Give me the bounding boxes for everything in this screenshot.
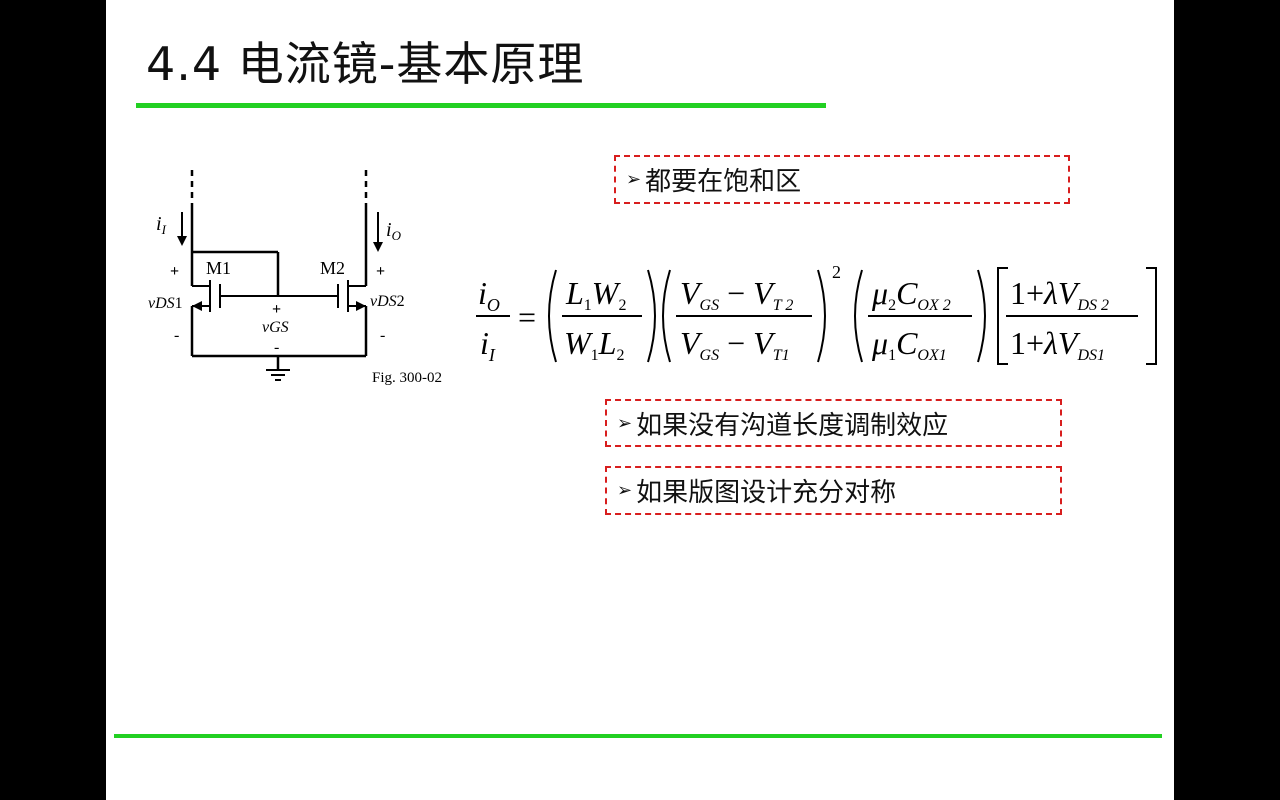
arrow-bullet-icon: ➢ <box>617 412 633 434</box>
t1-numerator: L1W2 <box>565 275 626 314</box>
title-underline <box>136 103 826 108</box>
t2-right-paren <box>817 269 826 363</box>
t3-numerator: μ2COX 2 <box>871 275 951 314</box>
arrow-bullet-icon: ➢ <box>626 169 642 190</box>
t2-numerator: VGS − VT 2 <box>680 275 793 314</box>
vgs-plus: + <box>272 301 281 318</box>
input-current-arrowhead <box>177 236 187 246</box>
vgs-label: vGS <box>262 319 289 336</box>
note-text: 都要在饱和区 <box>645 167 802 197</box>
vds2-minus: - <box>380 327 385 344</box>
t4-numerator: 1+λVDS 2 <box>1010 275 1109 314</box>
note-text: 如果没有沟道长度调制效应 <box>636 410 949 441</box>
t1-left-paren <box>548 269 557 363</box>
note-text: 如果版图设计充分对称 <box>636 478 897 508</box>
figure-label: Fig. 300-02 <box>372 370 442 386</box>
slide: 4.4 电流镜-基本原理 <box>106 0 1174 800</box>
m2-source-arrowhead <box>356 301 366 311</box>
t3-denominator: μ1COX1 <box>871 325 947 364</box>
current-ratio-formula: iO iI = L1W2 W1L2 VGS − VT 2 VGS − VT1 2… <box>476 262 1157 365</box>
vds2-plus: + <box>376 263 385 280</box>
t4-denominator: 1+λVDS1 <box>1010 325 1105 364</box>
t4-left-bracket <box>997 267 1008 365</box>
vds2-label: vDS2 <box>370 293 405 310</box>
output-current-label: iO <box>386 219 402 243</box>
t3-left-paren <box>854 269 863 363</box>
t2-denominator: VGS − VT1 <box>680 325 790 364</box>
t3-right-paren <box>977 269 986 363</box>
vds1-label: vDS1 <box>148 295 183 312</box>
t2-exponent: 2 <box>832 262 841 282</box>
output-current-arrowhead <box>373 242 383 252</box>
slide-title: 4.4 电流镜-基本原理 <box>146 37 585 91</box>
lhs-numerator: iO <box>478 275 500 315</box>
note-saturation: ➢ 都要在饱和区 <box>614 155 1070 204</box>
t4-right-bracket <box>1146 267 1157 365</box>
m1-label: M1 <box>206 258 231 278</box>
current-mirror-circuit: iI iO M1 M2 + + + vDS1 vDS2 vGS - - - Fi… <box>148 170 442 386</box>
m1-source-arrowhead <box>192 301 202 311</box>
lhs-denominator: iI <box>480 325 496 365</box>
footer-rule <box>114 734 1162 738</box>
vds1-plus: + <box>170 263 179 280</box>
m2-label: M2 <box>320 258 345 278</box>
t2-left-paren <box>662 269 671 363</box>
t1-denominator: W1L2 <box>564 325 624 364</box>
vgs-minus: - <box>274 339 279 356</box>
t1-right-paren <box>647 269 656 363</box>
note-no-clm: ➢ 如果没有沟道长度调制效应 <box>605 399 1062 447</box>
equals-sign: = <box>518 299 536 335</box>
arrow-bullet-icon: ➢ <box>617 480 633 501</box>
note-symmetric-layout: ➢ 如果版图设计充分对称 <box>605 466 1062 515</box>
input-current-label: iI <box>156 213 167 237</box>
vds1-minus: - <box>174 327 179 344</box>
